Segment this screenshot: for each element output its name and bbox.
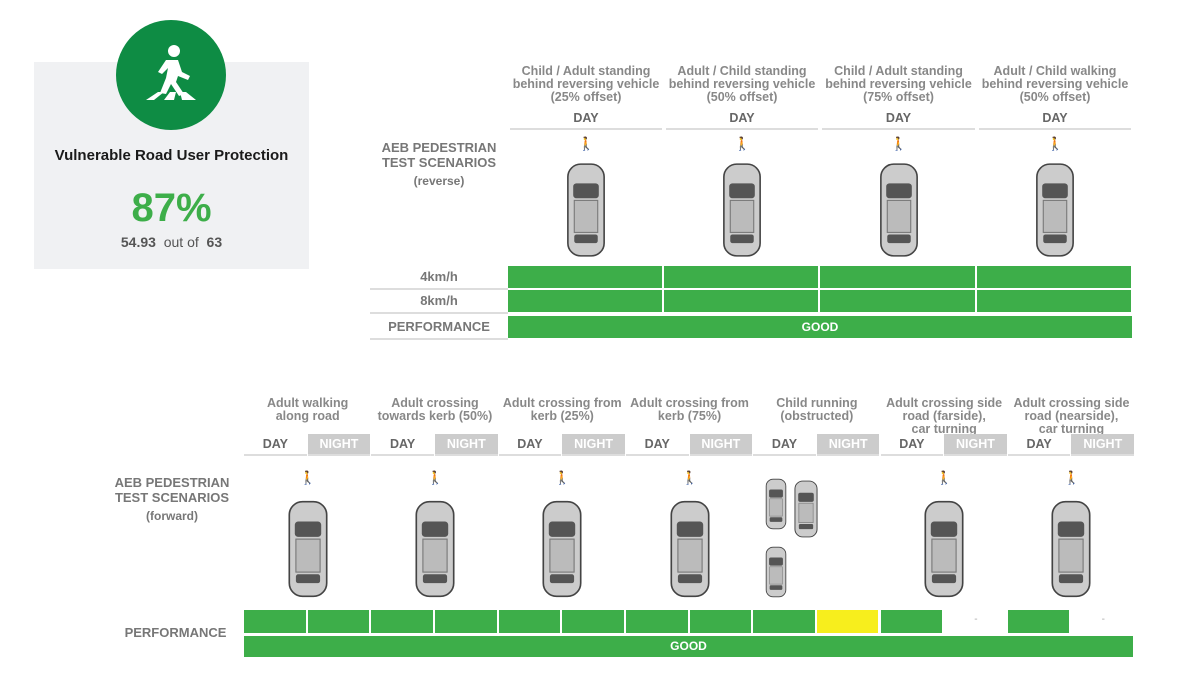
reverse-result-cell xyxy=(820,290,977,312)
reverse-day-label: DAY xyxy=(979,108,1131,130)
pedestrian-icon: 🚶 xyxy=(681,470,698,485)
forward-result-cell xyxy=(1007,610,1072,633)
forward-result-cell xyxy=(562,610,626,633)
night-label: NIGHT xyxy=(1071,434,1135,456)
reverse-day-label: DAY xyxy=(822,108,975,130)
car-top-view-icon xyxy=(794,480,818,538)
forward-result-cell xyxy=(880,610,945,633)
row-label-8kmh: 8km/h xyxy=(370,290,508,314)
forward-result-cell xyxy=(689,610,754,633)
pedestrian-icon: 🚶 xyxy=(554,470,571,485)
result-not-tested: - xyxy=(1101,614,1105,625)
pedestrian-icon: 🚶 xyxy=(299,470,316,485)
pedestrian-icon: 🚶 xyxy=(890,136,907,151)
day-label: DAY xyxy=(498,434,562,456)
pedestrian-crossing-icon xyxy=(116,20,226,130)
car-top-view-icon xyxy=(288,500,328,598)
forward-performance-bar: GOOD xyxy=(244,636,1135,657)
day-label: DAY xyxy=(1007,434,1071,456)
night-label: NIGHT xyxy=(944,434,1007,456)
reverse-result-cell xyxy=(508,290,664,312)
day-label: DAY xyxy=(880,434,944,456)
car-top-view-icon xyxy=(1036,163,1074,257)
result-not-tested: - xyxy=(974,614,978,625)
forward-result-cell xyxy=(244,610,308,633)
forward-result-cell xyxy=(816,610,881,633)
pedestrian-icon: 🚶 xyxy=(426,470,444,485)
car-top-view-icon xyxy=(723,163,761,257)
reverse-result-cell xyxy=(664,266,820,288)
pedestrian-icon: 🚶 xyxy=(1063,470,1080,485)
night-label: NIGHT xyxy=(562,434,625,456)
night-label: NIGHT xyxy=(307,434,371,456)
car-top-view-icon xyxy=(1051,500,1091,598)
reverse-performance-label: PERFORMANCE xyxy=(370,316,508,340)
reverse-day-label: DAY xyxy=(666,108,818,130)
reverse-result-cell xyxy=(508,266,664,288)
forward-result-cell xyxy=(371,610,435,633)
reverse-day-label: DAY xyxy=(510,108,662,130)
car-top-view-icon xyxy=(542,500,582,598)
summary-title: Vulnerable Road User Protection xyxy=(54,147,289,164)
forward-performance-label: PERFORMANCE xyxy=(124,625,227,640)
reverse-result-cell xyxy=(977,290,1133,312)
reverse-result-cell xyxy=(820,266,977,288)
night-label: NIGHT xyxy=(816,434,880,456)
forward-result-cell xyxy=(753,610,817,633)
car-top-view-icon xyxy=(765,478,787,530)
day-label: DAY xyxy=(625,434,689,456)
car-top-view-icon xyxy=(670,500,710,598)
reverse-result-cell xyxy=(664,290,820,312)
pedestrian-icon: 🚶 xyxy=(578,136,595,151)
summary-score: 54.93 out of 63 xyxy=(120,234,223,250)
forward-result-cell xyxy=(307,610,372,633)
reverse-result-cell xyxy=(977,266,1133,288)
day-label: DAY xyxy=(753,434,816,456)
car-top-view-icon xyxy=(879,163,918,257)
car-top-view-icon xyxy=(415,500,455,598)
reverse-performance-bar: GOOD xyxy=(508,316,1134,338)
car-top-view-icon xyxy=(924,500,964,598)
car-top-view-icon xyxy=(765,546,787,598)
forward-result-cell xyxy=(498,610,563,633)
pedestrian-icon: 🚶 xyxy=(936,470,953,485)
row-label-4kmh: 4km/h xyxy=(370,266,508,290)
night-label: NIGHT xyxy=(689,434,753,456)
day-label: DAY xyxy=(371,434,434,456)
pedestrian-icon: 🚶 xyxy=(1047,136,1064,151)
forward-result-cell xyxy=(625,610,690,633)
car-top-view-icon xyxy=(567,163,605,257)
pedestrian-icon: 🚶 xyxy=(734,136,751,151)
summary-percent: 87% xyxy=(131,186,212,230)
forward-scenario-header: Child running(obstructed) xyxy=(776,396,858,423)
night-label: NIGHT xyxy=(434,434,498,456)
forward-result-cell xyxy=(434,610,499,633)
day-label: DAY xyxy=(244,434,307,456)
